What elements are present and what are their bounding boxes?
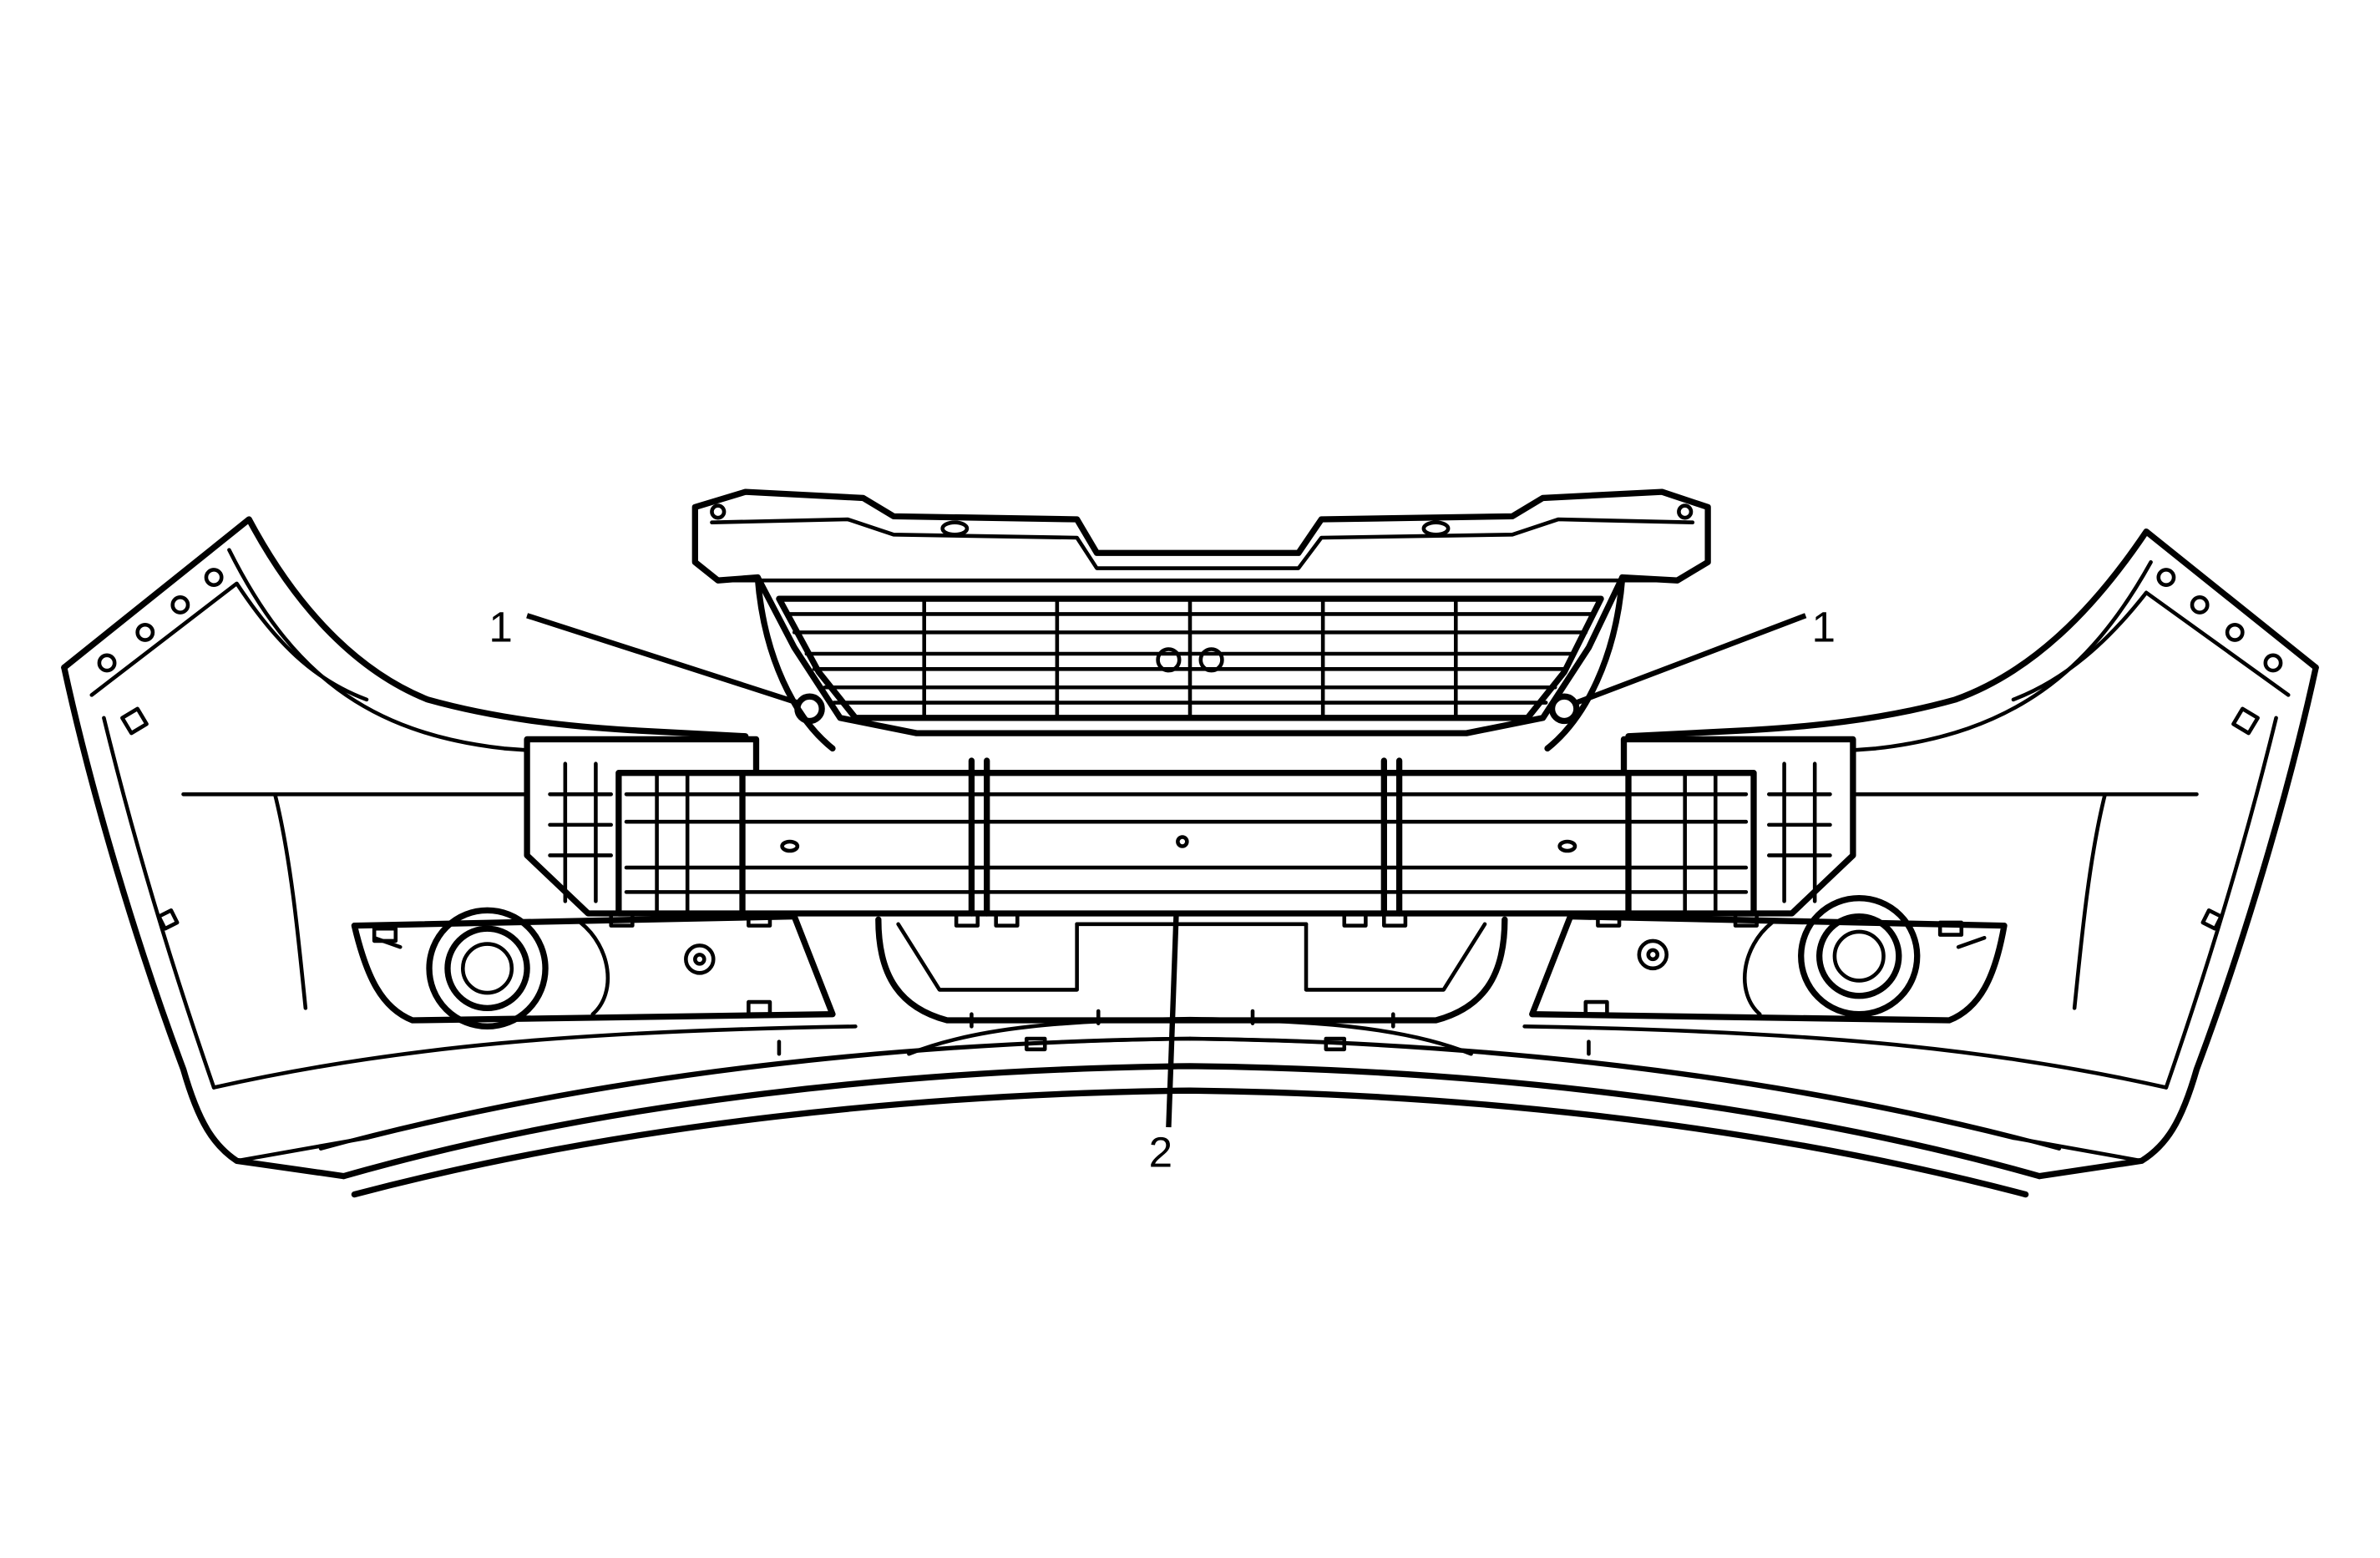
right-fog-lamp-pocket <box>1529 895 2008 1024</box>
right-grille-fastener <box>1548 693 1580 725</box>
left-grille-fastener <box>794 693 825 725</box>
leader-line-left-1 <box>526 613 798 706</box>
left-fog-lamp-pocket <box>351 907 836 1029</box>
grille <box>691 488 1711 752</box>
lower-lip <box>318 1009 2062 1198</box>
lower-center-intake <box>875 916 1508 1024</box>
callout-impact-bar: 2 <box>1149 1129 1172 1176</box>
leader-line-2 <box>1166 913 1179 1128</box>
impact-bar <box>524 736 1856 928</box>
fascia-right-wing <box>1522 529 2319 1180</box>
leader-line-right-1 <box>1575 613 1807 706</box>
fascia-left-wing <box>61 516 858 1180</box>
callout-left-fastener: 1 <box>489 603 512 650</box>
callout-right-fastener: 1 <box>1812 603 1836 650</box>
